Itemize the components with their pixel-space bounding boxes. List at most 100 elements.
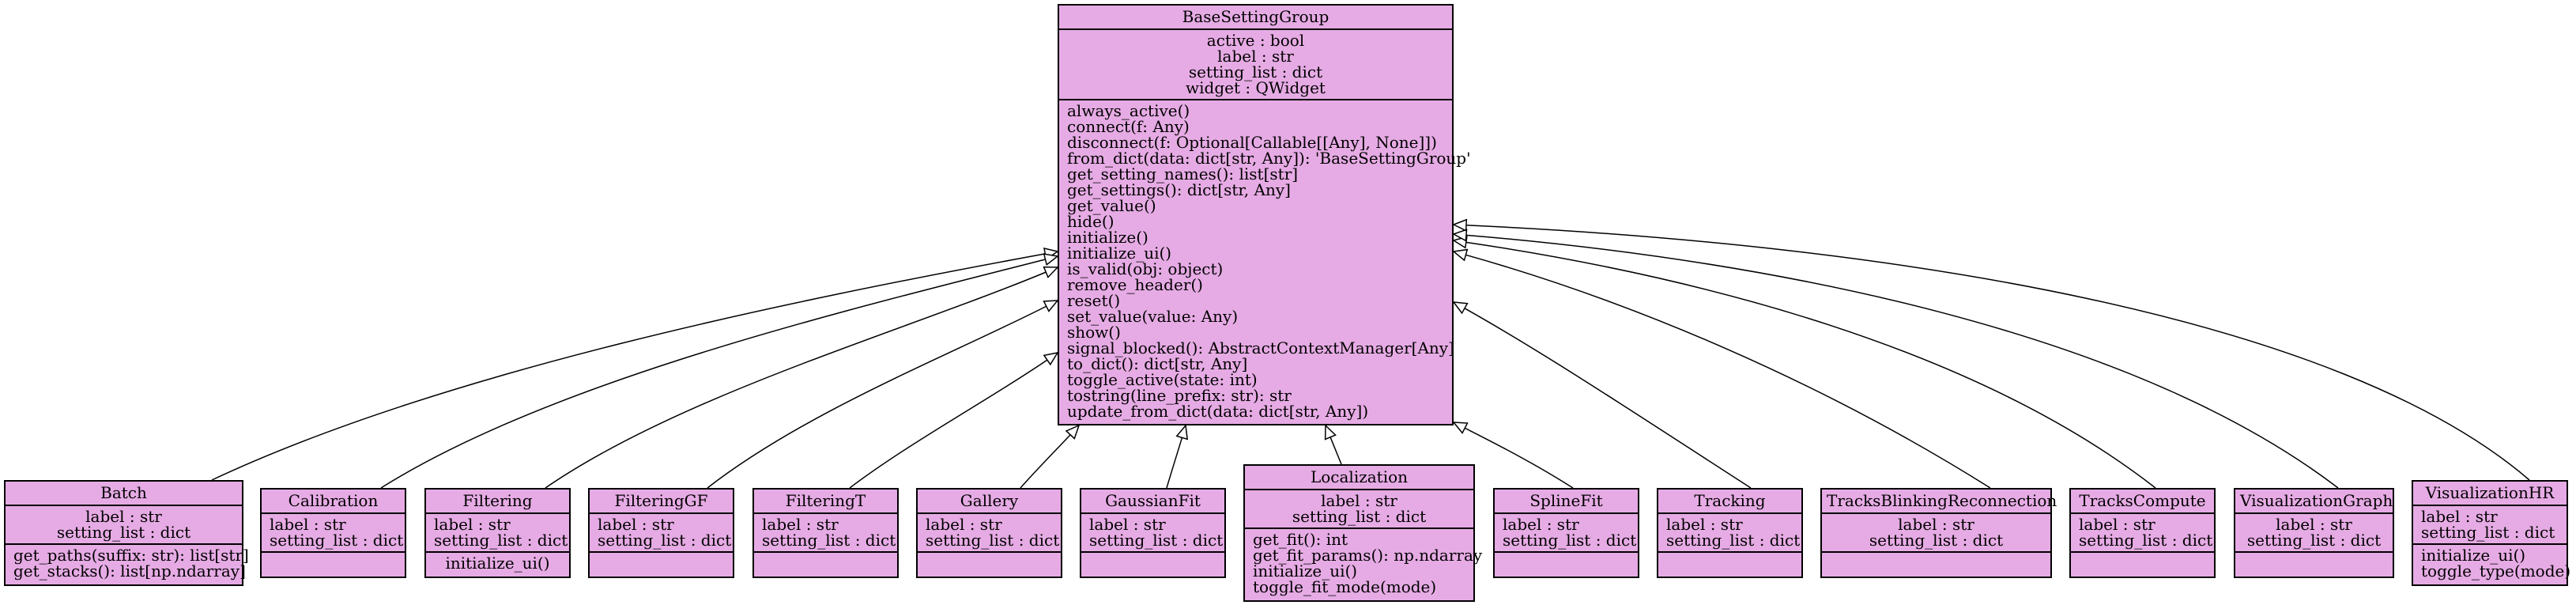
inheritance-edge: [1329, 437, 1342, 465]
method: initialize_ui(): [445, 554, 550, 573]
methods-section: [1081, 551, 1224, 574]
methods-section: [262, 551, 405, 574]
class-box-tracking: Tracking label : str setting_list : dict: [1657, 488, 1803, 578]
attribute: label : str: [1321, 491, 1397, 510]
class-box-filtering-t: FilteringT label : str setting_list : di…: [752, 488, 899, 578]
class-name: TracksCompute: [2079, 491, 2206, 510]
methods-section: [2235, 551, 2393, 574]
methods-section: [1822, 551, 2050, 574]
attributes-section: label : str setting_list : dict: [2413, 505, 2567, 543]
inheritance-arrowhead: [1065, 424, 1081, 440]
methods-section: [754, 551, 897, 574]
method: initialize_ui(): [2421, 546, 2526, 565]
inheritance-edge: [1465, 254, 1991, 489]
class-name: FilteringGF: [614, 491, 708, 510]
attribute: label : str: [1089, 515, 1166, 534]
attributes-section: label : str setting_list : dict: [2235, 512, 2393, 551]
class-name: Batch: [100, 483, 147, 502]
class-box-filtering-gf: FilteringGF label : str setting_list : d…: [588, 488, 734, 578]
attribute: label : str: [1666, 515, 1743, 534]
method: to_dict(): dict[str, Any]: [1067, 354, 1248, 373]
methods-section: [2071, 551, 2214, 574]
methods-section: [918, 551, 1061, 574]
method: get_setting_names(): list[str]: [1067, 164, 1299, 183]
method: get_value(): [1067, 196, 1156, 215]
attribute: label : str: [926, 515, 1002, 534]
attributes-section: label : str setting_list : dict: [426, 512, 569, 551]
inheritance-edge: [1020, 434, 1071, 489]
inheritance-edge: [1166, 437, 1183, 489]
method: initialize_ui(): [1067, 244, 1172, 263]
method: always_active(): [1067, 101, 1190, 120]
attributes-section: label : str setting_list : dict: [262, 512, 405, 551]
method: is_valid(obj: object): [1067, 259, 1224, 278]
methods-section: [590, 551, 733, 574]
method: toggle_active(state: int): [1067, 370, 1258, 389]
methods-section: initialize_ui(): [426, 551, 569, 574]
class-name: FilteringT: [785, 491, 866, 510]
class-box-visualization-graph: VisualizationGraph label : str setting_l…: [2234, 488, 2394, 578]
inheritance-arrowhead: [1452, 229, 1468, 242]
attribute: label : str: [2421, 507, 2498, 526]
attribute: label : str: [434, 515, 511, 534]
class-box-tracks-compute: TracksCompute label : str setting_list :…: [2069, 488, 2216, 578]
attributes-section: label : str setting_list : dict: [1658, 512, 1801, 551]
method: remove_header(): [1067, 275, 1203, 294]
inheritance-arrowhead: [1452, 422, 1469, 434]
attribute: setting_list : dict: [926, 531, 1060, 550]
class-box-gaussian-fit: GaussianFit label : str setting_list : d…: [1080, 488, 1226, 578]
attribute: setting_list : dict: [1188, 62, 1323, 81]
attribute: setting_list : dict: [1666, 531, 1801, 550]
attributes-section: label : str setting_list : dict: [590, 512, 733, 551]
attribute: label : str: [1217, 47, 1294, 66]
class-name: TracksBlinkingReconnection: [1827, 491, 2057, 510]
attribute: setting_list : dict: [270, 531, 404, 550]
inheritance-arrowhead: [1043, 300, 1059, 312]
inheritance-edge: [1464, 427, 1574, 489]
method: get_stacks(): list[np.ndarray]: [13, 562, 246, 580]
inheritance-edge: [849, 359, 1048, 489]
class-name: Tracking: [1694, 491, 1766, 510]
class-box-tracks-blinking-reconnection: TracksBlinkingReconnection label : str s…: [1820, 488, 2057, 578]
inheritance-arrowhead: [1324, 424, 1337, 441]
methods-section: initialize_ui() toggle_type(mode): [2413, 543, 2571, 582]
class-name: VisualizationHR: [2425, 483, 2555, 502]
method: show(): [1067, 323, 1121, 342]
attribute: label : str: [2079, 515, 2155, 534]
inheritance-arrowhead: [1452, 248, 1469, 262]
method: tostring(line_prefix: str): str: [1067, 386, 1292, 405]
attributes-section: label : str setting_list : dict: [6, 505, 242, 543]
attributes-section: label : str setting_list : dict: [1081, 512, 1224, 551]
method: toggle_fit_mode(mode): [1253, 577, 1437, 596]
class-box-batch: Batch label : str setting_list : dict ge…: [4, 480, 249, 586]
class-box-calibration: Calibration label : str setting_list : d…: [260, 488, 406, 578]
attribute: setting_list : dict: [1089, 531, 1224, 550]
attribute: setting_list : dict: [1503, 531, 1637, 550]
class-box-spline-fit: SplineFit label : str setting_list : dic…: [1493, 488, 1639, 578]
methods-section: [1658, 551, 1801, 574]
attribute: widget : QWidget: [1186, 78, 1326, 97]
method: get_fit_params(): np.ndarray: [1253, 546, 1483, 565]
method: hide(): [1067, 212, 1115, 231]
class-name: Filtering: [462, 491, 533, 510]
attributes-section: label : str setting_list : dict: [2071, 512, 2214, 551]
inheritance-edge: [707, 305, 1047, 489]
method: get_paths(suffix: str): list[str]: [13, 546, 249, 565]
method: update_from_dict(data: dict[str, Any]): [1067, 402, 1369, 421]
class-name: SplineFit: [1529, 491, 1603, 510]
inheritance-arrowhead: [1452, 218, 1468, 232]
class-name: BaseSettingGroup: [1182, 7, 1329, 26]
method: set_value(value: Any): [1067, 307, 1239, 326]
inheritance-arrowhead: [1043, 351, 1059, 366]
attribute: setting_list : dict: [598, 531, 732, 550]
methods-section: always_active() connect(f: Any) disconne…: [1059, 99, 1471, 422]
method: initialize(): [1067, 228, 1148, 247]
method: from_dict(data: dict[str, Any]): 'BaseSe…: [1067, 149, 1471, 168]
method: toggle_type(mode): [2421, 562, 2571, 580]
attribute: label : str: [85, 507, 162, 526]
class-box-localization: Localization label : str setting_list : …: [1243, 464, 1483, 602]
inheritance-arrowhead: [1043, 266, 1059, 278]
inheritance-edge: [1465, 241, 2156, 489]
attributes-section: label : str setting_list : dict: [754, 512, 897, 551]
